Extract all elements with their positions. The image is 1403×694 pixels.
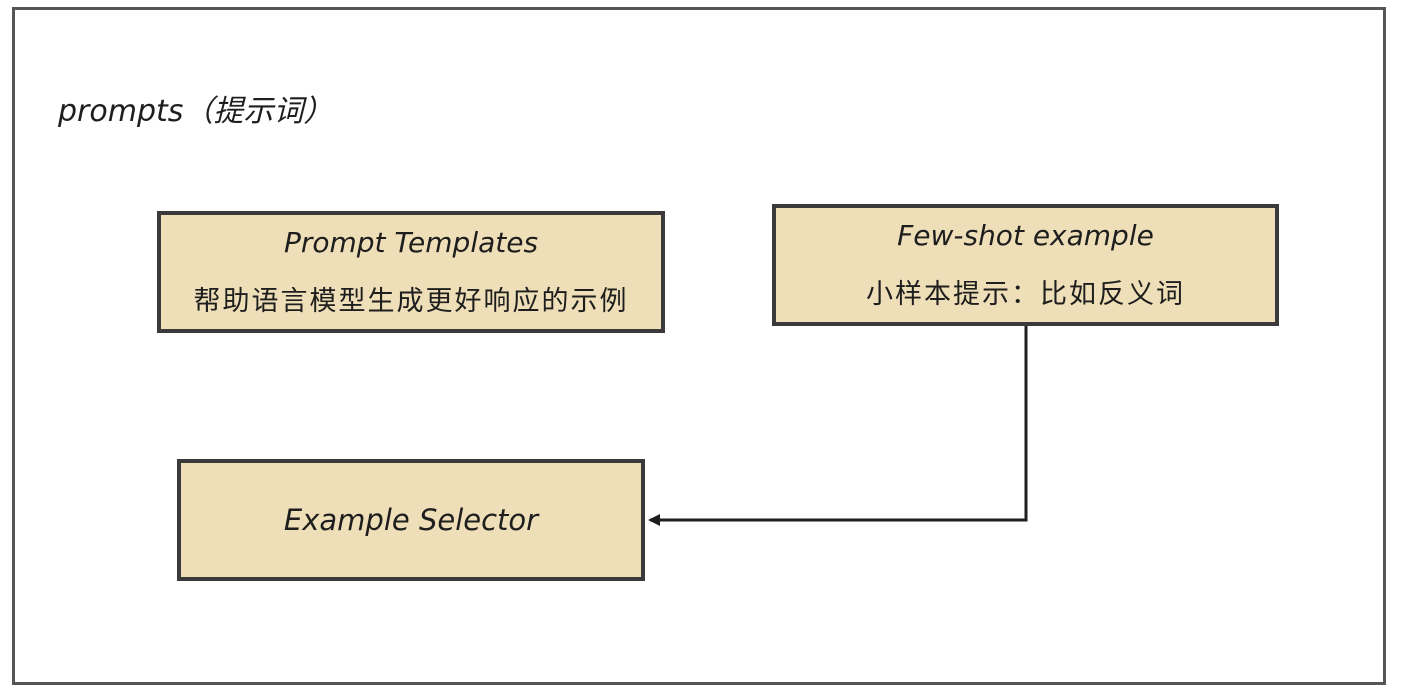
group-title: prompts（提示词） xyxy=(58,94,334,129)
few-shot-example-title: Few-shot example xyxy=(897,219,1154,252)
prompts-group-frame xyxy=(12,7,1386,685)
prompt-templates-description: 帮助语言模型生成更好响应的示例 xyxy=(193,286,629,317)
prompt-templates-node: Prompt Templates 帮助语言模型生成更好响应的示例 xyxy=(157,211,665,333)
few-shot-example-description: 小样本提示：比如反义词 xyxy=(866,279,1185,310)
example-selector-node: Example Selector xyxy=(177,459,645,581)
prompt-templates-title: Prompt Templates xyxy=(283,226,539,259)
few-shot-example-node: Few-shot example 小样本提示：比如反义词 xyxy=(772,204,1279,326)
example-selector-title: Example Selector xyxy=(283,503,539,537)
